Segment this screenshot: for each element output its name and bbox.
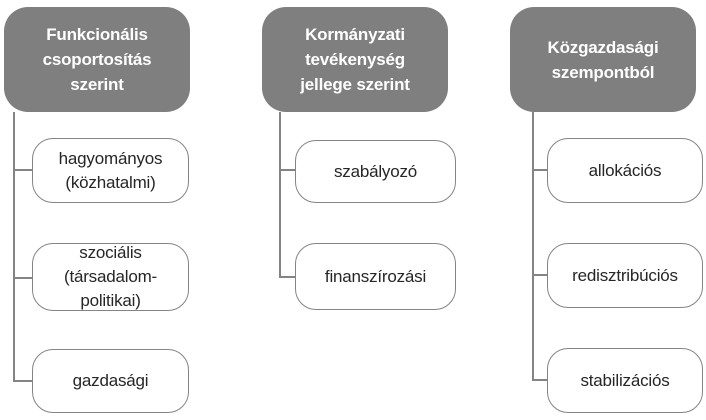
connector-line-branch bbox=[14, 169, 33, 171]
connector-line-branch bbox=[533, 379, 548, 381]
connector-line-branch bbox=[533, 274, 548, 276]
connector-line-branch bbox=[280, 276, 296, 278]
node-szocialis-tarsadalompolitikai: szociális (társadalom- politikai) bbox=[32, 243, 189, 311]
node-redisztribucios: redisztribúciós bbox=[547, 243, 703, 308]
connector-line-branch bbox=[280, 169, 296, 171]
node-szabalyozo: szabályozó bbox=[295, 140, 456, 203]
connector-line-vertical bbox=[13, 112, 15, 382]
connector-line-branch bbox=[14, 277, 33, 279]
node-finanszirozasi: finanszírozási bbox=[295, 243, 456, 310]
connector-line-branch bbox=[533, 169, 548, 171]
header-funkcionalis-csoportositas: Funkcionális csoportosítás szerint bbox=[4, 7, 190, 112]
node-hagyomanyos-kozhatalmi: hagyományos (közhatalmi) bbox=[32, 138, 189, 203]
node-allokacios: allokációs bbox=[547, 138, 703, 203]
connector-line-branch bbox=[14, 380, 33, 382]
connector-line-vertical bbox=[279, 112, 281, 278]
node-gazdasagi: gazdasági bbox=[32, 349, 189, 413]
header-kormanyzati-tevekenyseg: Kormányzati tevékenység jellege szerint bbox=[262, 7, 448, 112]
node-stabilizacios: stabilizációs bbox=[547, 348, 703, 413]
connector-line-vertical bbox=[532, 112, 534, 381]
header-kozgazdasagi-szempontbol: Közgazdasági szempontból bbox=[510, 7, 696, 112]
